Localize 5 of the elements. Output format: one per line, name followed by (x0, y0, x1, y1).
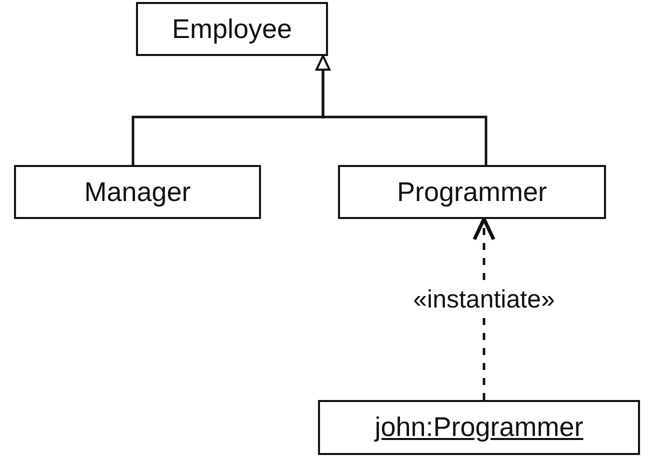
class-box: Manager (14, 165, 261, 219)
object-box: john:Programmer (318, 400, 640, 455)
class-box: Employee (136, 2, 328, 56)
class-box: Programmer (338, 165, 606, 219)
generalization-arrow (316, 55, 488, 165)
